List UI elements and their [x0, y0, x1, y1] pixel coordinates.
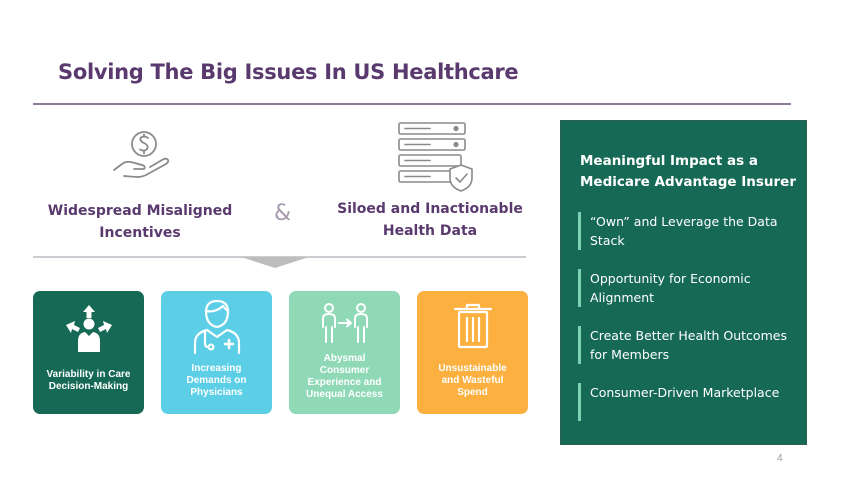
card-3-line1: Abysmal	[323, 353, 366, 364]
panel-heading-line1: Meaningful Impact as a	[580, 153, 758, 169]
issue-left-line1: Widespread Misaligned	[47, 203, 233, 219]
issue-right-line1: Siloed and Inactionable	[337, 201, 523, 217]
card-variability-in-care: Variability in Care Decision-Making	[33, 291, 144, 414]
ampersand: &	[274, 201, 292, 226]
impact-panel: Meaningful Impact as a Medicare Advantag…	[560, 120, 807, 445]
card-1-label: Variability in Care Decision-Making	[37, 369, 140, 393]
issue-siloed-data: Siloed and Inactionable Health Data	[330, 198, 530, 242]
panel-item-marketplace: Consumer-Driven Marketplace	[578, 383, 803, 421]
panel-item-4-line1: Consumer-Driven Marketplace	[590, 385, 780, 400]
panel-item-3-line2: for Members	[590, 347, 670, 362]
card-wasteful-spend: Unsustainable and Wasteful Spend	[417, 291, 528, 414]
physician-icon	[193, 299, 240, 355]
trash-can-icon	[453, 303, 492, 349]
panel-item-health-outcomes: Create Better Health Outcomes for Member…	[578, 326, 803, 364]
card-2-line3: Physicians	[190, 387, 243, 398]
card-4-label: Unsustainable and Wasteful Spend	[421, 363, 524, 399]
card-4-line1: Unsustainable	[438, 363, 507, 374]
issue-right-line2: Health Data	[382, 223, 478, 239]
panel-heading-line2: Medicare Advantage Insurer	[580, 174, 796, 190]
panel-item-1-line2: Stack	[590, 233, 625, 248]
card-physician-demands: Increasing Demands on Physicians	[161, 291, 272, 414]
panel-heading: Meaningful Impact as a Medicare Advantag…	[580, 151, 800, 193]
people-transfer-icon	[321, 303, 368, 343]
title-divider	[33, 103, 791, 105]
card-2-line1: Increasing	[191, 363, 242, 374]
panel-item-3-line1: Create Better Health Outcomes	[590, 328, 787, 343]
page-title: Solving The Big Issues In US Healthcare	[58, 60, 519, 84]
issue-left-line2: Incentives	[99, 225, 181, 241]
issues-divider	[33, 256, 526, 258]
card-1-line2: Decision-Making	[48, 381, 129, 392]
card-3-line4: Unequal Access	[306, 389, 383, 400]
card-1-line1: Variability in Care	[46, 369, 131, 380]
card-3-line3: Experience and	[307, 377, 382, 388]
card-consumer-experience: Abysmal Consumer Experience and Unequal …	[289, 291, 400, 414]
server-shield-icon	[398, 122, 473, 192]
card-4-line2: and Wasteful	[441, 375, 504, 386]
panel-item-2-line2: Alignment	[590, 290, 655, 305]
chevron-down-icon	[241, 257, 309, 268]
panel-item-2-line1: Opportunity for Economic	[590, 271, 751, 286]
panel-item-economic-alignment: Opportunity for Economic Alignment	[578, 269, 803, 307]
card-3-label: Abysmal Consumer Experience and Unequal …	[293, 353, 396, 401]
decision-arrows-icon	[65, 305, 112, 352]
card-4-line3: Spend	[457, 387, 488, 398]
page-number: 4	[777, 453, 783, 464]
issue-misaligned-incentives: Widespread Misaligned Incentives	[40, 200, 240, 244]
card-2-line2: Demands on	[186, 375, 247, 386]
card-2-label: Increasing Demands on Physicians	[165, 363, 268, 399]
card-3-line2: Consumer	[319, 365, 370, 376]
panel-item-data-stack: “Own” and Leverage the Data Stack	[578, 212, 803, 250]
panel-item-1-line1: “Own” and Leverage the Data	[590, 214, 778, 229]
hand-dollar-icon	[113, 131, 170, 178]
